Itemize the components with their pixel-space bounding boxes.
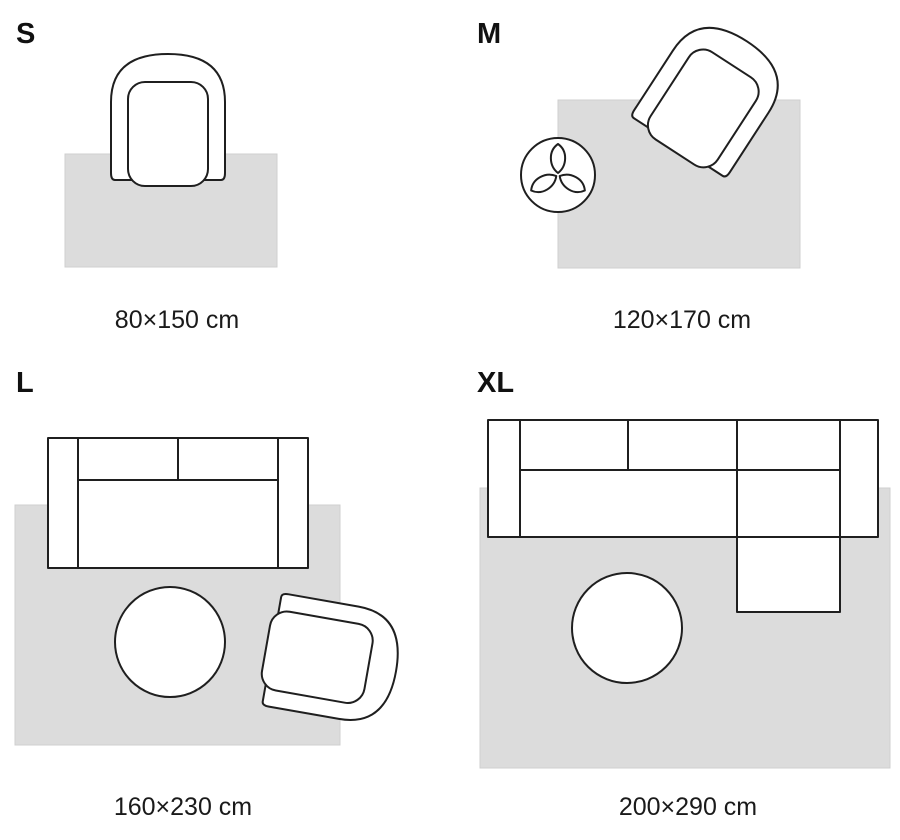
sofa-icon [47, 437, 309, 569]
size-label-s: S [16, 18, 35, 50]
size-l-section: L 160×230 cm [14, 367, 407, 821]
plant-icon [520, 137, 596, 213]
size-label-xl: XL [477, 367, 514, 399]
size-m-section: M 120×170 cm [477, 9, 801, 334]
size-dimensions-xl: 200×290 cm [619, 793, 757, 821]
size-s-section: S 80×150 cm [16, 18, 278, 334]
coffee-table-icon [114, 586, 226, 698]
size-label-m: M [477, 18, 501, 50]
size-dimensions-l: 160×230 cm [114, 793, 252, 821]
size-dimensions-s: 80×150 cm [115, 306, 239, 334]
size-label-l: L [16, 367, 34, 399]
coffee-table-icon [571, 572, 683, 684]
sectional-sofa-icon [487, 419, 879, 613]
armchair-icon [255, 591, 407, 729]
size-xl-section: XL 200×290 cm [477, 367, 891, 821]
size-dimensions-m: 120×170 cm [613, 306, 751, 334]
armchair-icon [110, 53, 226, 187]
